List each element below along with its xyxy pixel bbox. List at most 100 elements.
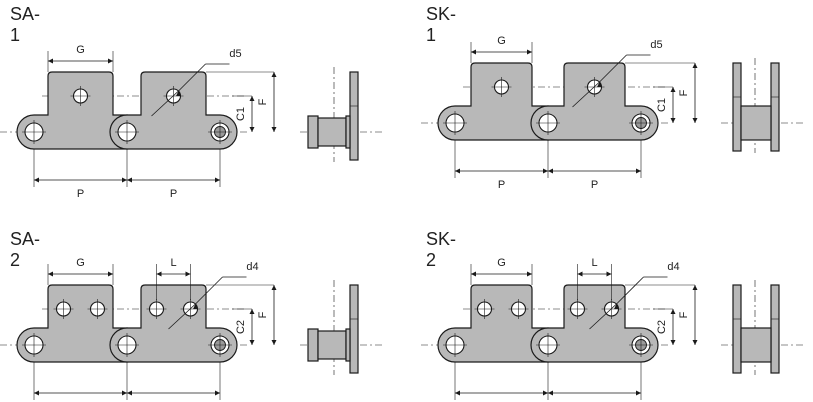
f-dim-arrow-bottom — [271, 127, 277, 132]
g-dim-arrow-right — [108, 271, 113, 277]
c-dim-arrow-top — [249, 309, 255, 314]
pitch-dim-arrow-right — [215, 390, 220, 396]
f-dim-arrow-top — [271, 285, 277, 290]
g-dim-label: G — [497, 35, 506, 47]
side-plate-left — [732, 284, 742, 374]
side-plate-inner — [345, 328, 351, 362]
d-leader — [616, 276, 644, 305]
panel-title: SA-2 — [10, 229, 41, 270]
d-leader — [178, 63, 206, 92]
g-dim-label: G — [497, 257, 506, 269]
pitch-dim-arrow-right — [215, 177, 220, 183]
f-dim-arrow-bottom — [271, 340, 277, 345]
g-dim-arrow-right — [527, 271, 532, 277]
d-arrow — [193, 304, 198, 309]
d-label: d5 — [650, 39, 662, 51]
side-roller — [740, 327, 772, 363]
pitch-dim-arrow-left — [548, 390, 553, 396]
l-dim-arrow-right — [606, 271, 612, 277]
f-dim-arrow-top — [271, 72, 277, 77]
pitch-dim-arrow-left — [455, 168, 460, 174]
side-plate-right — [770, 284, 780, 374]
pitch-dim-label: P — [77, 401, 84, 402]
pitch-dim-label: P — [591, 179, 598, 191]
pitch-dim-arrow-left — [127, 390, 132, 396]
l-dim-arrow-left — [156, 271, 162, 277]
d-leader — [168, 303, 196, 330]
d-leader — [599, 54, 627, 83]
pitch-dim-arrow-left — [34, 390, 39, 396]
f-dim-label: F — [678, 89, 690, 96]
f-dim-arrow-bottom — [692, 118, 698, 123]
side-plate-inner — [345, 115, 351, 149]
f-dim-arrow-top — [692, 285, 698, 290]
c-dim-label: C2 — [235, 320, 247, 334]
c-dim-arrow-bottom — [670, 340, 676, 345]
g-dim-arrow-right — [527, 49, 532, 55]
l-dim-label: L — [591, 257, 597, 269]
d-leader — [572, 81, 600, 108]
pitch-dim-label: P — [591, 401, 598, 402]
d-leader — [151, 90, 179, 117]
attachment-plate — [530, 284, 659, 363]
d-label: d4 — [246, 261, 258, 273]
d-leader — [195, 276, 223, 305]
d-label: d5 — [229, 48, 241, 60]
side-roller — [317, 117, 347, 147]
c-dim-arrow-bottom — [670, 118, 676, 123]
side-roller — [317, 330, 347, 360]
g-dim-arrow-left — [471, 271, 476, 277]
g-dim-label: G — [76, 44, 85, 56]
pitch-dim-arrow-right — [543, 390, 548, 396]
c-dim-label: C2 — [656, 320, 668, 334]
pitch-dim-arrow-right — [636, 168, 641, 174]
d-arrow — [597, 82, 602, 87]
l-dim-arrow-right — [185, 271, 191, 277]
side-roller — [740, 105, 772, 141]
f-dim-label: F — [257, 98, 269, 105]
d-arrow — [176, 91, 181, 96]
d-arrow — [614, 304, 619, 309]
c-dim-arrow-top — [670, 87, 676, 92]
panel-title: SK-1 — [426, 4, 457, 45]
f-dim-label: F — [678, 311, 690, 318]
pitch-dim-arrow-left — [548, 168, 553, 174]
f-dim-arrow-top — [692, 63, 698, 68]
l-dim-label: L — [170, 257, 176, 269]
pitch-dim-arrow-right — [636, 390, 641, 396]
pitch-dim-label: P — [170, 188, 177, 200]
c-dim-label: C1 — [656, 98, 668, 112]
pitch-dim-label: P — [77, 188, 84, 200]
g-dim-label: G — [76, 257, 85, 269]
pitch-dim-label: P — [498, 401, 505, 402]
c-dim-label: C1 — [235, 107, 247, 121]
pitch-dim-arrow-right — [543, 168, 548, 174]
panel-title: SK-2 — [426, 229, 457, 270]
f-dim-label: F — [257, 311, 269, 318]
attachment-plate — [530, 62, 659, 141]
pitch-dim-arrow-left — [34, 177, 39, 183]
d-label: d4 — [667, 261, 679, 273]
g-dim-arrow-left — [471, 49, 476, 55]
panel-title: SA-1 — [10, 4, 41, 45]
g-dim-arrow-left — [48, 271, 53, 277]
c-dim-arrow-bottom — [249, 340, 255, 345]
pitch-dim-arrow-right — [122, 177, 127, 183]
c-dim-arrow-top — [249, 96, 255, 101]
attachment-plate — [109, 71, 238, 150]
pitch-dim-label: P — [498, 179, 505, 191]
g-dim-arrow-right — [108, 58, 113, 64]
attachment-plate — [109, 284, 238, 363]
c-dim-arrow-top — [670, 309, 676, 314]
l-dim-arrow-left — [577, 271, 583, 277]
d-leader — [589, 303, 617, 330]
pitch-dim-arrow-left — [455, 390, 460, 396]
pitch-dim-arrow-left — [127, 177, 132, 183]
c-dim-arrow-bottom — [249, 127, 255, 132]
f-dim-arrow-bottom — [692, 340, 698, 345]
